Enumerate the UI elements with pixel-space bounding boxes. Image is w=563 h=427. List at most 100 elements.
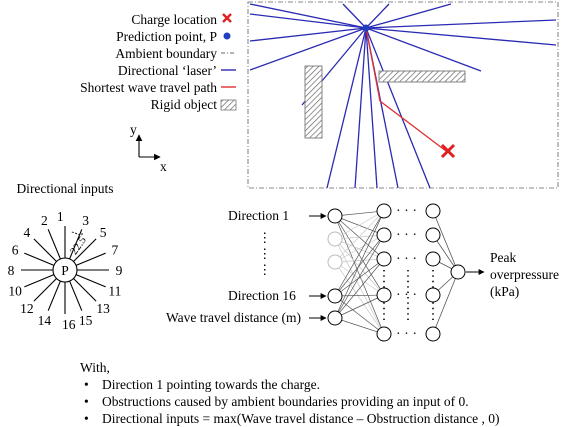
hidden-dots-4: · · ·: [396, 288, 417, 303]
connection-hidden-output: [432, 271, 459, 335]
direction-spoke: [33, 238, 57, 262]
legend-label-ambient-boundary: Ambient boundary: [115, 46, 217, 61]
connection-input-hidden: [334, 234, 385, 263]
laser-ray-1: [249, 3, 367, 29]
laser-ray-6: [326, 27, 367, 189]
connection-input-hidden: [334, 234, 385, 297]
directional-inputs-title: Directional inputs: [16, 181, 113, 196]
direction-number-7: 7: [112, 242, 119, 257]
connection-input-hidden: [334, 261, 385, 296]
connection-input-hidden: [334, 258, 385, 319]
domain-panel: [247, 1, 559, 189]
hidden-node-a-3: [376, 251, 392, 267]
connection-input-hidden: [334, 215, 385, 296]
direction-spokes: [21, 226, 109, 314]
y-axis-label: y: [130, 122, 137, 137]
direction-number-3: 3: [82, 213, 89, 228]
output-label-line1: Peak: [490, 250, 516, 265]
notes-heading: With,: [80, 360, 110, 375]
note-item: • Obstructions caused by ambient boundari…: [80, 393, 560, 410]
neural-network: · · ·· · ·· · ·· · ·· · · Direction 1 ⋮ …: [166, 203, 559, 342]
direction-spoke: [47, 229, 61, 260]
connection-hidden-output: [432, 210, 459, 273]
input-label-direction-16: Direction 16: [228, 288, 296, 303]
connection-input-hidden: [334, 238, 385, 296]
note-text: Obstructions caused by ambient boundarie…: [102, 394, 469, 409]
laser-ray-14: [365, 3, 452, 29]
direction-number-12: 12: [20, 301, 34, 316]
note-text: Directional inputs = max(Wave travel dis…: [102, 411, 500, 426]
network-nodes: · · ·· · ·· · ·· · ·· · ·: [327, 203, 466, 342]
laser-rays: [249, 3, 557, 189]
direction-number-15: 15: [79, 313, 93, 328]
center-label-p: P: [61, 263, 69, 278]
input-node-3: [327, 254, 343, 270]
connection-input-hidden: [334, 210, 385, 217]
charge-location-icon: [222, 13, 232, 23]
direction-number-9: 9: [116, 263, 123, 278]
connection-input-hidden: [334, 258, 385, 263]
output-node: [450, 264, 466, 280]
direction-number-4: 4: [23, 225, 30, 240]
laser-ray-13: [365, 19, 557, 29]
direction-number-11: 11: [108, 284, 121, 299]
input-vdots-1: ⋮: [258, 230, 272, 245]
bullet-icon: •: [84, 411, 89, 426]
hidden-node-b-3: [425, 251, 441, 267]
laser-ray-7: [354, 27, 367, 189]
direction-number-8: 8: [8, 263, 15, 278]
bullet-icon: •: [84, 377, 89, 392]
laser-ray-16: [342, 3, 367, 29]
hidden-dots-1: · · ·: [396, 204, 417, 219]
input-node-2: [327, 231, 343, 247]
connection-input-hidden: [334, 261, 385, 335]
notes-list: • Direction 1 pointing towards the charge…: [80, 376, 560, 427]
hidden-dots-2: · · ·: [396, 228, 417, 243]
note-text: Direction 1 pointing towards the charge.: [102, 377, 320, 392]
legend-label-rigid-object: Rigid object: [151, 97, 218, 112]
input-label-wave-distance: Wave travel distance (m): [166, 310, 301, 325]
input-label-direction-1: Direction 1: [228, 208, 289, 223]
direction-spoke: [75, 274, 106, 288]
direction-spoke: [24, 274, 55, 288]
connection-input-hidden: [334, 210, 385, 240]
direction-spoke: [75, 252, 106, 266]
direction-number-6: 6: [12, 242, 19, 257]
laser-ray-12: [365, 27, 557, 46]
bullet-icon: •: [84, 394, 89, 409]
input-node-1: [327, 208, 343, 224]
output-label-line3: (kPa): [490, 284, 519, 299]
x-axis-label: x: [160, 159, 167, 174]
direction-spoke: [73, 238, 97, 262]
direction-spoke: [47, 280, 61, 311]
connection-input-hidden: [334, 238, 385, 335]
rigid-object-horizontal: [378, 70, 466, 83]
direction-spoke: [69, 280, 83, 311]
legend: Charge location Prediction point, P Ambi…: [80, 12, 237, 112]
laser-ray-15: [365, 3, 390, 29]
input-node-5: [327, 310, 343, 326]
center-circle-p: [52, 257, 78, 283]
laser-ray-8: [365, 27, 378, 189]
connection-input-hidden: [334, 210, 385, 297]
hidden-node-a-2: [376, 227, 392, 243]
prediction-point: [362, 24, 370, 32]
angle-arc: [71, 231, 80, 236]
connection-input-hidden: [334, 294, 385, 297]
notes: With, • Direction 1 pointing towards the …: [80, 359, 560, 427]
connection-input-hidden: [334, 317, 385, 335]
direction-number-1: 1: [57, 209, 64, 224]
connection-input-hidden: [334, 295, 385, 335]
connection-input-hidden: [334, 294, 385, 319]
laser-ray-11: [365, 27, 482, 72]
laser-ray-10: [365, 27, 431, 189]
laser-ray-2: [249, 13, 367, 29]
charge-marker: [440, 143, 456, 159]
legend-label-prediction-point: Prediction point, P: [116, 29, 217, 44]
hidden-node-b-1: [425, 203, 441, 219]
connection-input-hidden: [334, 238, 385, 260]
connection-input-hidden: [334, 215, 385, 335]
